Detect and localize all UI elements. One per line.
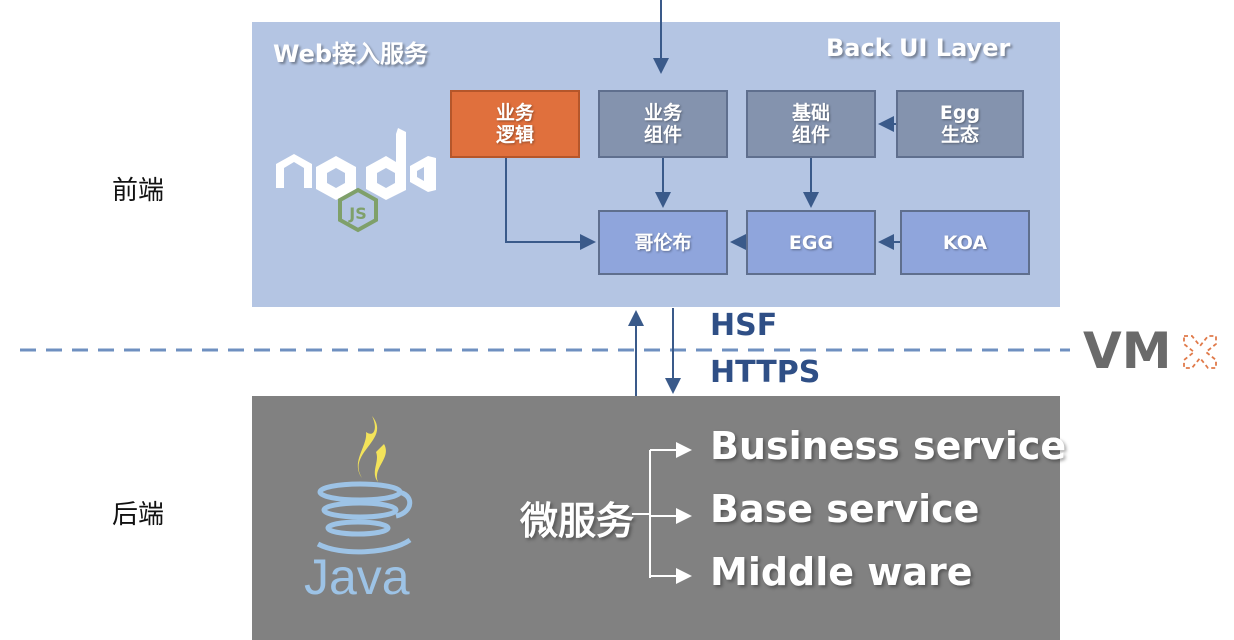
egg-ecosystem-box: Egg 生态 <box>896 90 1024 158</box>
columbus-box: 哥伦布 <box>598 210 728 275</box>
koa-box: KOA <box>900 210 1030 275</box>
frontend-label: 前端 <box>112 176 165 206</box>
business-component-box: 业务 组件 <box>598 90 728 158</box>
layer-title: Back UI Layer <box>826 34 1011 62</box>
hsf-label: HSF <box>710 308 778 343</box>
business-service-label: Business service <box>710 424 1067 468</box>
dashed-x-icon <box>1183 335 1217 369</box>
base-component-box: 基础 组件 <box>746 90 876 158</box>
business-logic-box: 业务 逻辑 <box>450 90 580 158</box>
https-label: HTTPS <box>710 355 821 390</box>
backend-label: 后端 <box>112 500 165 530</box>
java-text: Java <box>304 549 410 605</box>
middleware-label: Middle ware <box>710 550 973 594</box>
frontend-title: Web接入服务 <box>273 40 429 68</box>
egg-box: EGG <box>746 210 876 275</box>
microservice-label: 微服务 <box>520 499 635 543</box>
base-service-label: Base service <box>710 487 980 531</box>
vm-label: VM <box>1083 322 1172 380</box>
